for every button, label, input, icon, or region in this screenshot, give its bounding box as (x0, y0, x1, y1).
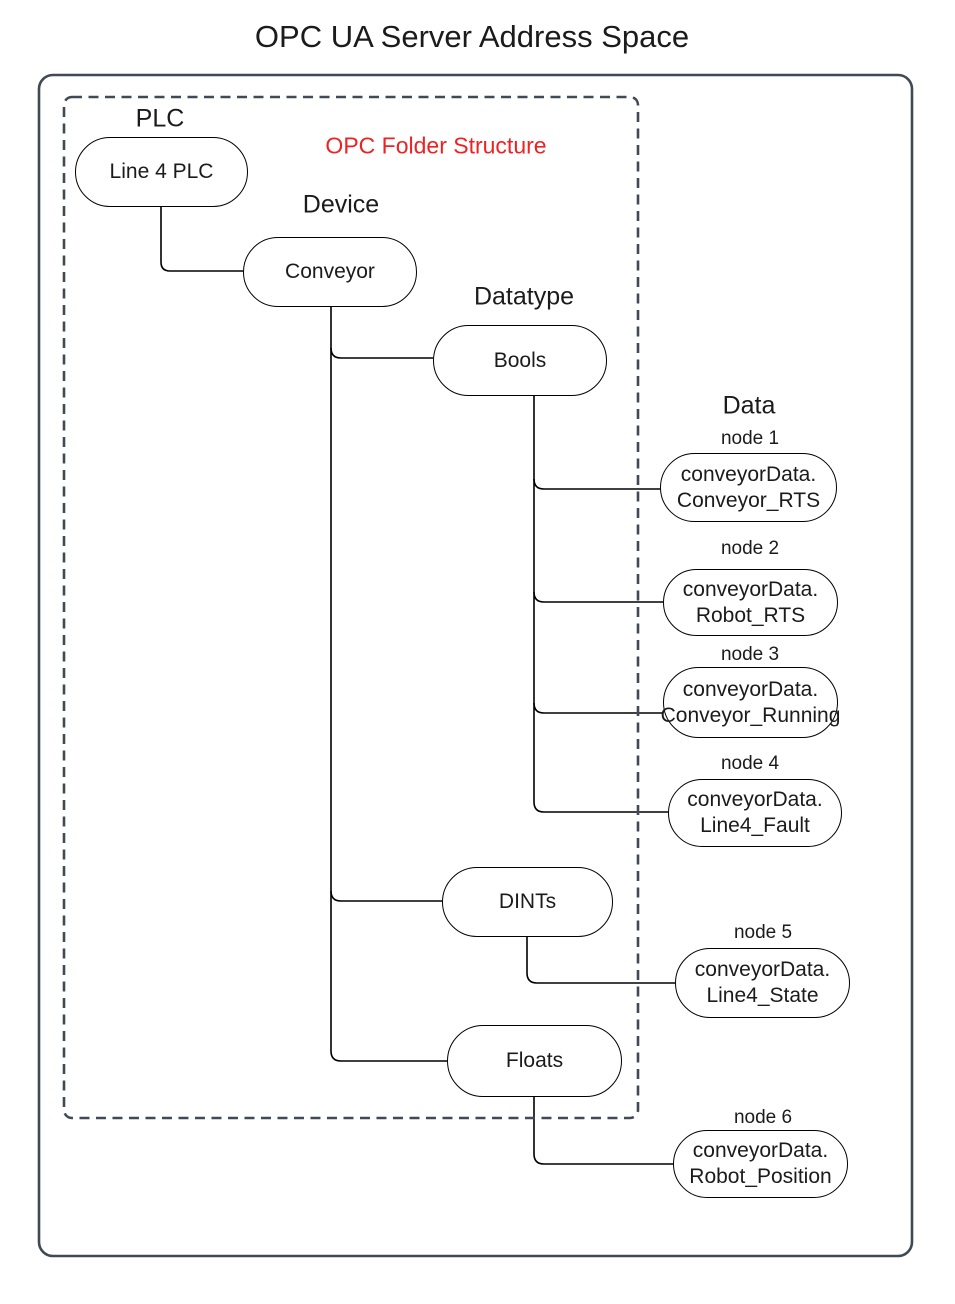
level-label-datatype: Datatype (473, 282, 575, 311)
data-node-5: conveyorData. Line4_State (675, 948, 850, 1018)
data-node-4-caption: node 4 (720, 753, 780, 774)
diagram-title: OPC UA Server Address Space (254, 19, 690, 54)
data-node-2-line2: Robot_RTS (695, 603, 806, 627)
data-node-3-line1: conveyorData. (682, 677, 819, 701)
node-device: Conveyor (243, 237, 417, 307)
node-plc: Line 4 PLC (75, 137, 248, 207)
level-label-plc: PLC (135, 104, 185, 133)
data-node-3-line2: Conveyor_Running (660, 703, 841, 727)
data-node-6-line1: conveyorData. (692, 1139, 829, 1162)
data-node-4-line1: conveyorData. (687, 788, 823, 811)
data-node-1-line2: Conveyor_RTS (676, 488, 821, 512)
data-node-6-line2: Robot_Position (689, 1165, 832, 1188)
outer-frame (37, 73, 914, 1258)
data-node-1: conveyorData. Conveyor_RTS (660, 453, 837, 522)
folder-structure-dashed-frame (62, 95, 640, 1120)
data-node-6-caption: node 6 (733, 1107, 793, 1128)
level-label-data: Data (722, 391, 776, 420)
level-label-device: Device (302, 190, 380, 219)
data-node-3: conveyorData. Conveyor_Running (660, 667, 841, 738)
node-dints-label: DINTs (498, 890, 557, 913)
data-node-1-caption: node 1 (720, 428, 780, 449)
data-node-5-caption: node 5 (733, 922, 793, 943)
node-datatype-bools: Bools (433, 325, 607, 396)
node-floats-label: Floats (505, 1049, 564, 1072)
node-bools-label: Bools (493, 348, 547, 372)
node-datatype-floats: Floats (447, 1025, 622, 1097)
data-node-4: conveyorData. Line4_Fault (668, 779, 842, 847)
data-node-4-line2: Line4_Fault (700, 814, 810, 837)
data-node-5-line2: Line4_State (706, 984, 819, 1007)
node-datatype-dints: DINTs (442, 867, 613, 937)
data-node-2-caption: node 2 (720, 538, 780, 559)
data-node-3-caption: node 3 (720, 644, 780, 665)
folder-structure-label: OPC Folder Structure (325, 132, 547, 159)
data-node-6: conveyorData. Robot_Position (673, 1130, 848, 1198)
data-node-1-line1: conveyorData. (680, 462, 817, 486)
data-node-2: conveyorData. Robot_RTS (663, 569, 838, 636)
node-plc-label: Line 4 PLC (109, 160, 214, 183)
data-node-2-line1: conveyorData. (682, 577, 819, 601)
data-node-5-line1: conveyorData. (694, 958, 831, 981)
node-device-label: Conveyor (285, 260, 375, 283)
